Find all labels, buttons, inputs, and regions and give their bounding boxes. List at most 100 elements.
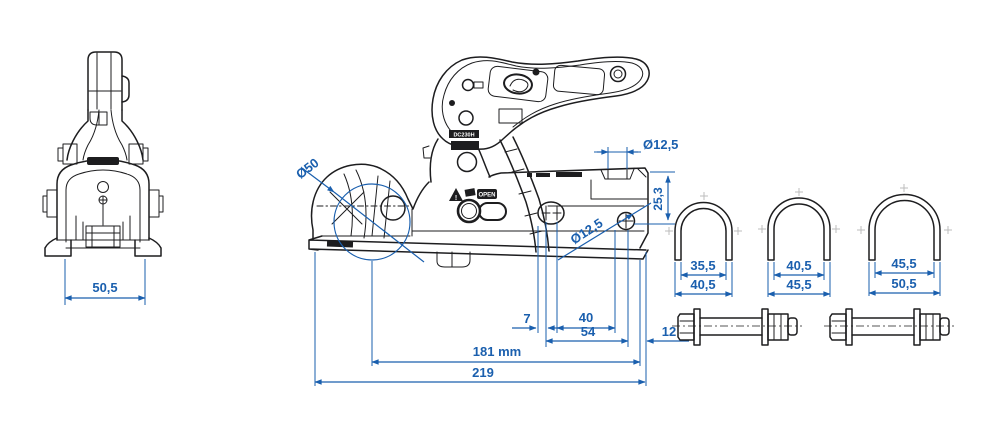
u-bolt-shape	[674, 201, 733, 261]
front-handle-bump	[121, 75, 130, 103]
front-handle-outline	[87, 51, 123, 111]
height-label: 25,3	[651, 187, 665, 211]
handle-rivet-dot	[532, 68, 540, 76]
model-mark-plate	[449, 130, 479, 138]
ball-diameter-circle	[333, 183, 411, 261]
registration-crosses	[758, 188, 840, 233]
handle-end-hole-outer	[609, 65, 627, 83]
front-pin-circle	[97, 181, 109, 193]
bolt-nut	[919, 313, 941, 341]
slot-hole-crosses	[541, 205, 562, 221]
housing-tab	[422, 145, 431, 159]
u-bolt-shape	[767, 197, 831, 261]
handle-pivot-hole	[461, 78, 475, 92]
front-neck-inner	[82, 109, 128, 161]
front-pin-cross	[98, 195, 108, 226]
ball-diameter-label: Ø50	[293, 155, 322, 182]
u-bolt-outer-label: 50,5	[891, 276, 916, 291]
bolt-head-facets	[679, 320, 695, 334]
bolt-washer-right	[761, 308, 769, 346]
u-bolt-outer-label: 40,5	[690, 277, 715, 292]
corner-chamfer	[636, 167, 647, 178]
body-top-right-edge	[488, 167, 649, 249]
front-view	[42, 51, 164, 257]
top-hole-label: Ø12,5	[643, 137, 678, 152]
flange-hole-leader-arrow	[557, 213, 634, 261]
flange-hole	[616, 211, 636, 231]
bolt-washer-left	[693, 308, 701, 346]
brand-logo-swirl-icon	[509, 78, 529, 93]
bolt-head	[829, 313, 847, 341]
bolt-tip	[939, 317, 950, 336]
bolt-nut	[767, 313, 789, 341]
side-plate-step	[590, 179, 648, 200]
front-arch-inner	[65, 169, 141, 243]
front-hatch-strip	[87, 157, 119, 165]
u-bolt-3: 45,5 50,5	[857, 184, 952, 296]
front-foot-right	[134, 237, 162, 257]
bolt-nut-facets	[925, 313, 934, 341]
height-extensions	[634, 171, 675, 225]
jaw-icon	[464, 188, 476, 197]
certification-marks	[527, 172, 582, 177]
u-bolt-inner-label: 40,5	[786, 258, 811, 273]
housing-upper-circle	[458, 110, 474, 126]
brand-logo-icon	[503, 73, 533, 95]
top-hole-recess	[600, 168, 635, 180]
neck-band-left	[499, 139, 537, 253]
front-shoulder-tabs	[57, 143, 149, 165]
u-bolt-extensions	[674, 262, 733, 297]
bolt-head-facets	[831, 320, 847, 334]
front-arch-outer	[56, 158, 150, 241]
bolt-nut-facets	[773, 313, 782, 341]
front-neck-left	[66, 109, 89, 161]
chain-extension-lines	[314, 222, 647, 386]
ball-leader-arrow	[301, 167, 335, 193]
u-bolt-extensions	[868, 262, 941, 296]
bolt-tip	[787, 317, 798, 336]
u-bolt-shape	[868, 193, 941, 261]
bolt-washer-left	[845, 308, 853, 346]
u-bolt-outer-label: 45,5	[786, 277, 811, 292]
bolt-1	[672, 308, 802, 346]
bolt-shank	[851, 317, 915, 336]
bolt-shank	[699, 317, 763, 336]
handle-panel-blank	[552, 64, 606, 96]
front-base-lines	[56, 239, 150, 249]
dim7-label: 7	[523, 311, 530, 326]
neck-band-right	[512, 136, 550, 252]
front-foot-left	[44, 237, 72, 257]
lock-knob-inner	[461, 203, 477, 219]
handle-outline	[431, 56, 650, 150]
top-hole-extensions	[607, 147, 628, 169]
front-center-box	[85, 225, 121, 248]
u-bolt-inner-label: 45,5	[891, 256, 916, 271]
dim181-label: 181 mm	[473, 344, 521, 359]
dim40-label: 40	[579, 310, 593, 325]
body-left-hole	[380, 195, 406, 221]
open-label: OPEN	[478, 193, 495, 199]
handle-dot	[449, 100, 455, 106]
front-neck-right	[121, 109, 144, 161]
front-handle-lines	[88, 52, 122, 110]
ball-socket-dome	[310, 163, 430, 240]
handle-pivot-tab	[473, 81, 484, 89]
u-bolt-1: 35,5 40,5	[665, 192, 742, 297]
lower-hook	[436, 251, 471, 268]
front-clamp-tabs	[42, 189, 164, 218]
warning-exclamation: !	[455, 195, 457, 202]
dim12-label: 12	[662, 324, 676, 339]
slot-oval	[537, 201, 565, 225]
handle-end-hole-inner	[613, 69, 623, 79]
open-badge	[477, 189, 497, 199]
registration-crosses	[665, 192, 742, 235]
bolt-head	[677, 313, 695, 341]
housing-left-edge	[429, 138, 439, 183]
side-view: DC230H ! OPEN	[308, 56, 650, 268]
bolt-washer-right	[913, 308, 921, 346]
flange-plate	[308, 235, 649, 260]
model-mark-text: DC230H	[453, 133, 474, 139]
front-legs	[75, 215, 131, 241]
